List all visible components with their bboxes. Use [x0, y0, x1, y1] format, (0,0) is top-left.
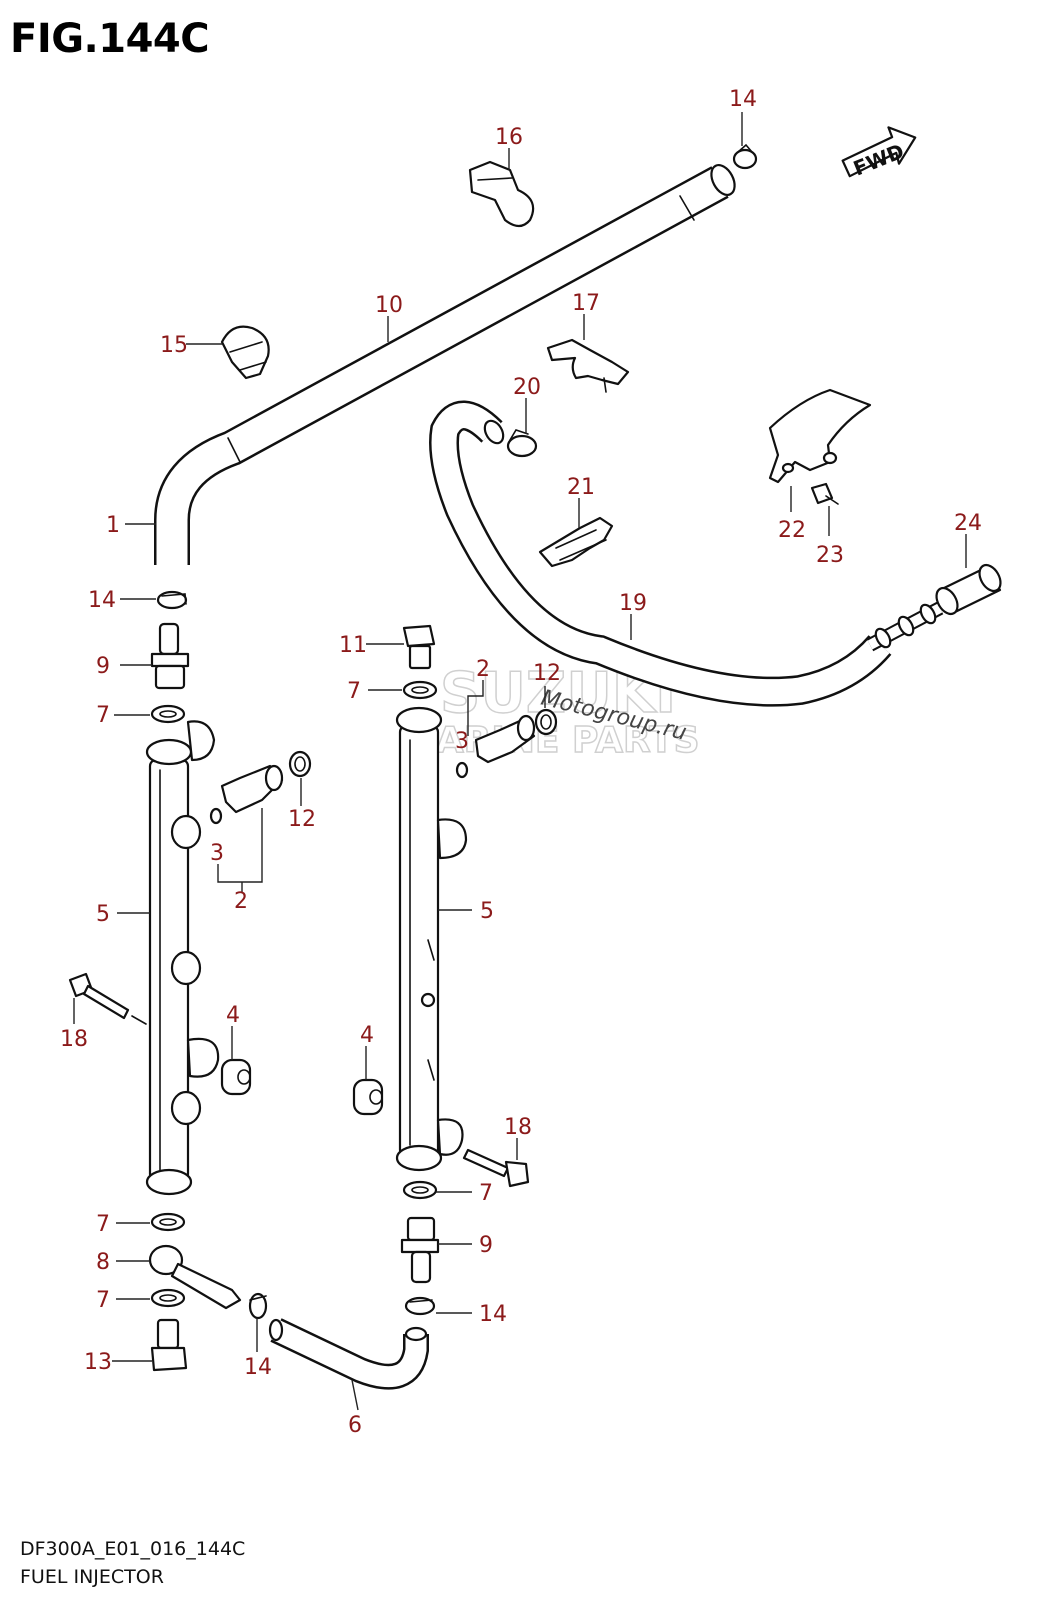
callout-13: 13: [84, 1350, 112, 1375]
callout-2: 2: [234, 889, 248, 914]
seal-part-12-right: [534, 708, 558, 736]
banjo-bolt-part-13: [150, 1318, 188, 1372]
callout-11: 11: [339, 633, 367, 658]
figure-name: FUEL INJECTOR: [20, 1566, 164, 1588]
callout-9: 9: [479, 1233, 493, 1258]
callout-5: 5: [96, 902, 110, 927]
callout-21: 21: [567, 475, 595, 500]
clamp-part-20: [506, 429, 538, 458]
callout-14: 14: [244, 1355, 272, 1380]
callout-7: 7: [347, 679, 361, 704]
sleeve-part-24: [935, 563, 1002, 616]
clamp-part-21: [538, 516, 614, 568]
callout-labels: 14 16 15 10 17 20 21 22 23 24 19 1 14 9 …: [60, 87, 982, 1438]
fuel-hose-part-6: [268, 1318, 429, 1390]
callout-12: 12: [533, 661, 561, 686]
callout-22: 22: [778, 518, 806, 543]
clamp-part-15: [220, 325, 270, 380]
figure-code: DF300A_E01_016_144C: [20, 1538, 246, 1560]
hose-clamp-part-14-top: [732, 143, 758, 170]
callout-16: 16: [495, 125, 523, 150]
o-ring-part-3-right: [455, 761, 469, 779]
fuel-hose-part-19: [429, 400, 944, 707]
seal-part-12-left: [288, 750, 312, 778]
figure-title: FIG.144C: [10, 16, 210, 62]
callout-14: 14: [729, 87, 757, 112]
fuel-rail-part-5-right: [395, 706, 468, 1172]
union-fitting-part-9-right: [400, 1216, 440, 1284]
gasket-part-7-e: [150, 1288, 186, 1308]
gasket-part-7-b: [402, 680, 438, 700]
fuel-rail-part-5-left: [145, 720, 220, 1196]
callout-7: 7: [96, 1288, 110, 1313]
fwd-arrow-icon: FWD: [841, 126, 917, 181]
callout-7: 7: [96, 1212, 110, 1237]
bolt-part-11: [402, 624, 436, 670]
callout-4: 4: [360, 1023, 374, 1048]
cushion-part-4-right: [352, 1078, 384, 1116]
callout-7: 7: [479, 1181, 493, 1206]
callout-18: 18: [504, 1115, 532, 1140]
callout-3: 3: [210, 841, 224, 866]
callout-14: 14: [88, 588, 116, 613]
callout-9: 9: [96, 654, 110, 679]
fuel-hose-part-10: [154, 164, 736, 565]
bolt-part-18-right: [462, 1148, 530, 1188]
clamp-part-17: [546, 338, 630, 393]
callout-15: 15: [160, 333, 188, 358]
gasket-part-7-d: [150, 1212, 186, 1232]
callout-20: 20: [513, 375, 541, 400]
o-ring-part-3-left: [209, 807, 223, 825]
gasket-part-7-c: [402, 1180, 438, 1200]
bolt-part-18-left: [68, 972, 147, 1025]
callout-12: 12: [288, 807, 316, 832]
fuel-injector-part-2-left: [220, 764, 284, 814]
callout-4: 4: [226, 1003, 240, 1028]
gasket-part-7-a: [150, 704, 186, 724]
callout-3: 3: [455, 729, 469, 754]
cushion-part-4-left: [220, 1058, 252, 1096]
hose-clamp-part-14-left: [156, 590, 188, 610]
callout-2: 2: [476, 657, 490, 682]
union-fitting-part-9-left: [150, 622, 190, 690]
callout-23: 23: [816, 543, 844, 568]
callout-1: 1: [106, 513, 120, 538]
callout-7: 7: [96, 703, 110, 728]
callout-5: 5: [480, 899, 494, 924]
callout-17: 17: [572, 291, 600, 316]
fuel-injector-part-2-right: [474, 714, 536, 764]
callout-10: 10: [375, 293, 403, 318]
bolt-part-23: [810, 482, 839, 505]
callout-6: 6: [348, 1413, 362, 1438]
clamp-part-16: [468, 160, 535, 228]
banjo-fitting-part-8: [148, 1244, 242, 1310]
hose-clamp-part-14-bottom-right: [404, 1296, 436, 1316]
bracket-part-22: [768, 388, 872, 484]
callout-24: 24: [954, 511, 982, 536]
leader-lines: [73, 112, 967, 1411]
callout-8: 8: [96, 1250, 110, 1275]
callout-19: 19: [619, 591, 647, 616]
hose-clamp-part-14-bottom-left: [248, 1292, 268, 1320]
callout-18: 18: [60, 1027, 88, 1052]
callout-14: 14: [479, 1302, 507, 1327]
